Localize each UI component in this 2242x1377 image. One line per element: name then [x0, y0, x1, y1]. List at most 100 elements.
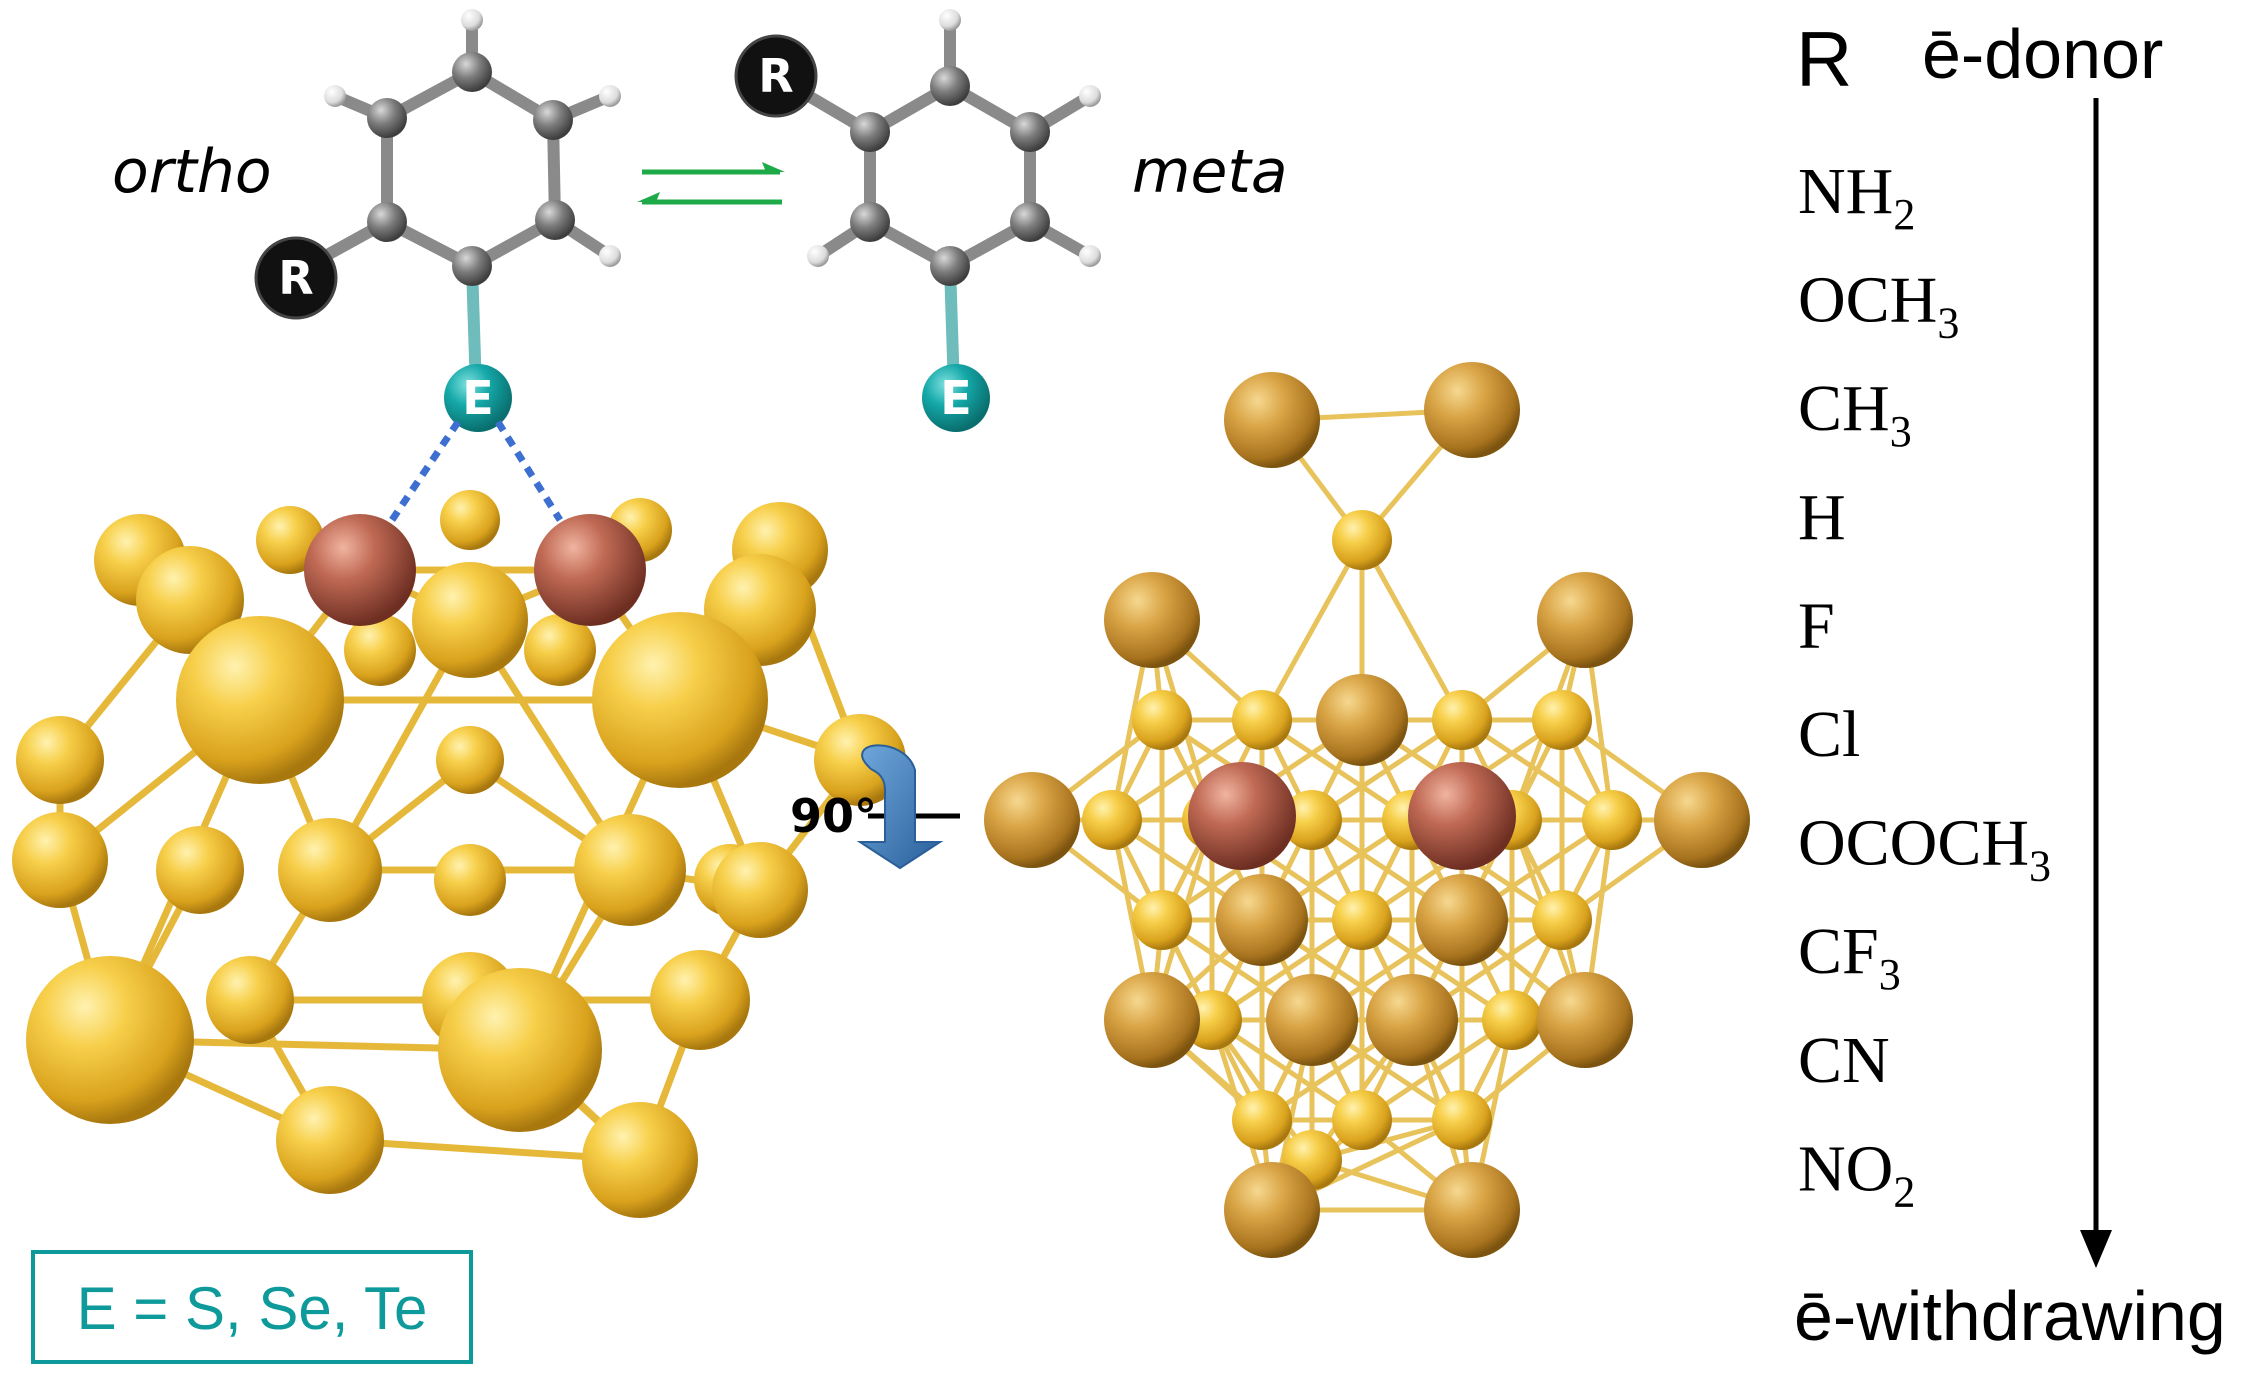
- anchor-atom-label: E: [462, 371, 493, 425]
- legend-text: E = S, Se, Te: [77, 1275, 428, 1342]
- gold-atom: [1537, 972, 1633, 1068]
- metal-bond: [1360, 1017, 1514, 1123]
- gold-atom: [12, 812, 108, 908]
- r-group-atom: [254, 236, 338, 320]
- gold-atom: [26, 956, 194, 1124]
- substituent-item: CN: [1798, 1024, 1890, 1097]
- gold-atom: [434, 844, 506, 916]
- carbon-atom: [367, 202, 407, 242]
- substituent-item: CF3: [1798, 915, 1901, 999]
- carbon-atom: [533, 100, 573, 140]
- electron-donor-label: ē-donor: [1922, 15, 2163, 93]
- gold-atom: [176, 616, 344, 784]
- element-legend-box: E = S, Se, Te: [31, 1250, 473, 1364]
- carbon-atom: [367, 98, 407, 138]
- carbon-atom: [930, 66, 970, 106]
- gold-atom: [136, 546, 244, 654]
- gold-atom: [438, 968, 602, 1132]
- gold-atom: [344, 614, 416, 686]
- gold-atom: [206, 956, 294, 1044]
- gold-atom: [1232, 690, 1292, 750]
- gold-atom: [1082, 790, 1142, 850]
- gold-atom: [1366, 974, 1458, 1066]
- hydrogen-atom: [807, 245, 829, 267]
- substituent-item: NH2: [1798, 155, 1915, 239]
- carbon-atom: [850, 202, 890, 242]
- carbon-atom: [535, 200, 575, 240]
- substituent-header-r: R: [1796, 15, 1852, 103]
- gold-atom: [1132, 690, 1192, 750]
- gold-atom: [712, 842, 808, 938]
- gold-atom: [1416, 874, 1508, 966]
- gold-atom: [574, 814, 686, 926]
- gold-atom: [1232, 1090, 1292, 1150]
- hydrogen-atom: [599, 85, 621, 107]
- substituent-item: H: [1798, 481, 1846, 554]
- gold-atom: [1132, 890, 1192, 950]
- equilibrium-arrows: [637, 162, 785, 205]
- carbon-atom: [850, 112, 890, 152]
- contact-dash-right: [495, 420, 563, 522]
- metal-bond: [1259, 538, 1365, 722]
- metal-bond: [1110, 717, 1264, 823]
- carbon-atom: [930, 246, 970, 286]
- gold-atom: [1216, 874, 1308, 966]
- meta-label: meta: [1132, 137, 1288, 207]
- gold-atom: [1532, 890, 1592, 950]
- gold-atom: [1654, 772, 1750, 868]
- metal-bond: [1359, 538, 1465, 722]
- gold-atom: [1432, 690, 1492, 750]
- gold-atom: [1432, 1090, 1492, 1150]
- gold-atom: [524, 614, 596, 686]
- electron-withdrawing-label: ē-withdrawing: [1794, 1277, 2226, 1355]
- gold-atom: [436, 726, 504, 794]
- gold-cluster-top-view: [984, 362, 1750, 1258]
- gold-atom: [1482, 990, 1542, 1050]
- gold-atom: [1266, 974, 1358, 1066]
- gold-atom: [1282, 790, 1342, 850]
- trend-arrow-head: [2080, 1230, 2112, 1268]
- gold-atom: [1224, 372, 1320, 468]
- gold-atom: [440, 490, 500, 550]
- gold-atom: [1316, 674, 1408, 766]
- gold-cluster-side-view: [12, 490, 906, 1218]
- gold-atom: [16, 716, 104, 804]
- copper-atom: [1188, 762, 1296, 870]
- carbon-atom: [452, 246, 492, 286]
- copper-atom: [304, 514, 416, 626]
- rotation-angle-label: 90°: [790, 789, 877, 843]
- substituent-item: NO2: [1798, 1132, 1915, 1216]
- meta-molecule: meta R E: [734, 9, 1288, 432]
- gold-atom: [1537, 572, 1633, 668]
- rotation-arrow-icon: [856, 744, 944, 870]
- r-group-label: R: [278, 251, 313, 305]
- substituent-item: OCH3: [1798, 264, 1959, 348]
- ortho-label: ortho: [112, 137, 272, 207]
- anchor-atom-e: [444, 364, 512, 432]
- carbon-atom: [452, 52, 492, 92]
- copper-atom: [1408, 762, 1516, 870]
- substituent-item: OCOCH3: [1798, 807, 2051, 891]
- gold-atom: [1424, 362, 1520, 458]
- substituent-item: F: [1798, 589, 1835, 662]
- anchor-atom-e: [922, 364, 990, 432]
- metal-bond: [1210, 917, 1364, 1023]
- hydrogen-atom: [324, 85, 346, 107]
- r-group-label: R: [758, 49, 793, 103]
- hydrogen-atom: [1079, 245, 1101, 267]
- legend-border: [31, 1250, 473, 1364]
- gold-atom: [1424, 1162, 1520, 1258]
- gold-atom: [276, 1086, 384, 1194]
- hydrogen-atom: [461, 9, 483, 31]
- hydrogen-atom: [599, 245, 621, 267]
- anchor-atom-label: E: [940, 371, 971, 425]
- rotation-indicator: 90°: [790, 744, 960, 870]
- copper-atom: [534, 514, 646, 626]
- gold-atom: [592, 612, 768, 788]
- hydrogen-atom: [1079, 85, 1101, 107]
- gold-atom: [984, 772, 1080, 868]
- gold-atom: [1332, 510, 1392, 570]
- gold-atom: [650, 950, 750, 1050]
